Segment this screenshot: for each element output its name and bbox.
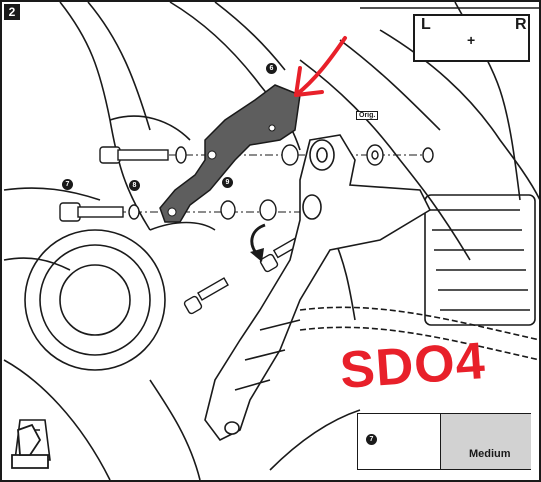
callout-part-6: 6 xyxy=(266,63,277,74)
callout-part-7: 7 xyxy=(62,179,73,190)
threadlock-strength: Medium xyxy=(469,448,511,460)
left-side-label: L xyxy=(421,16,431,33)
plus-sign: + xyxy=(467,32,476,48)
right-side-label: R xyxy=(515,16,527,33)
bolts xyxy=(59,146,304,315)
hardware-legend-box: 7 Medium xyxy=(357,413,531,470)
handwritten-annotation: SDO4 xyxy=(338,331,488,401)
red-pointer-arrow xyxy=(294,36,347,97)
footrest-pictogram-icon xyxy=(11,423,49,469)
original-footrest-bracket xyxy=(204,134,432,442)
washers xyxy=(128,144,434,221)
legend-part-number: 7 xyxy=(366,434,377,445)
callout-part-8: 8 xyxy=(129,180,140,191)
lubrication-panel xyxy=(440,414,531,443)
step-number: 2 xyxy=(4,4,20,20)
left-right-side-badge: L + R xyxy=(413,14,530,62)
threadlock-panel: Medium xyxy=(440,442,531,469)
callout-part-9: 9 xyxy=(222,177,233,188)
original-part-label: Orig. xyxy=(356,111,379,120)
bracket-part xyxy=(159,84,301,223)
